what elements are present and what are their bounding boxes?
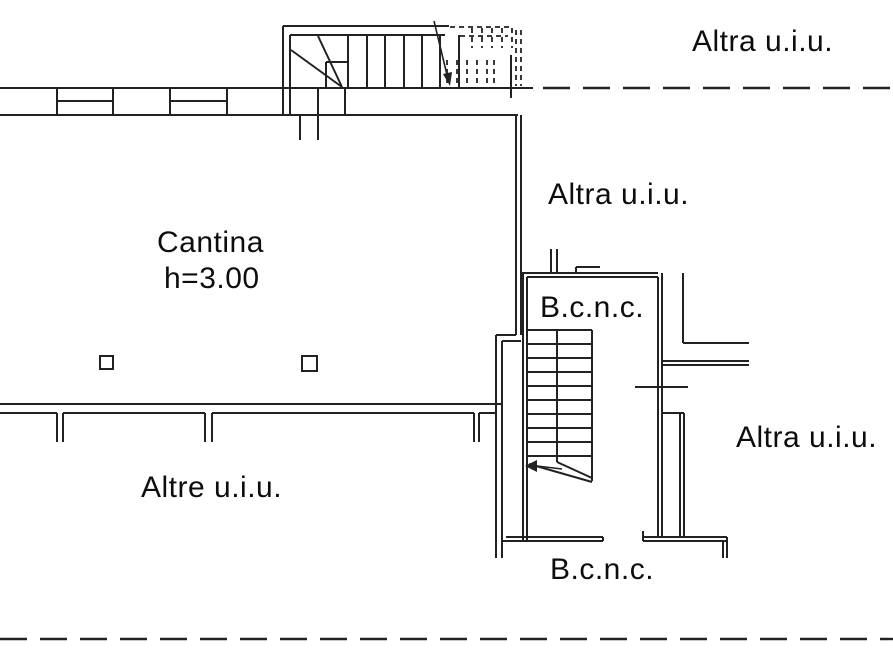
label-cantina-height: h=3.00 xyxy=(164,262,260,295)
stair-direction-arrow xyxy=(536,465,563,470)
label-bcnc-stairwell: B.c.n.c. xyxy=(540,291,645,324)
stair-direction-arrow xyxy=(433,20,449,80)
label-altra-uiu-right: Altra u.i.u. xyxy=(736,421,878,454)
label-cantina-room: Cantina xyxy=(157,226,264,259)
label-altra-uiu-top: Altra u.i.u. xyxy=(692,25,834,58)
label-altra-uiu-middle: Altra u.i.u. xyxy=(548,178,690,211)
stair-direction-arrowhead xyxy=(525,460,537,472)
wall-line xyxy=(317,35,343,88)
pillar xyxy=(301,355,318,372)
stair-direction-arrowhead xyxy=(443,72,452,86)
wall-line xyxy=(290,49,343,88)
label-bcnc-entry: B.c.n.c. xyxy=(550,553,655,586)
pillar xyxy=(99,355,114,370)
label-altre-uiu: Altre u.i.u. xyxy=(141,471,283,504)
wall-line xyxy=(556,461,593,479)
